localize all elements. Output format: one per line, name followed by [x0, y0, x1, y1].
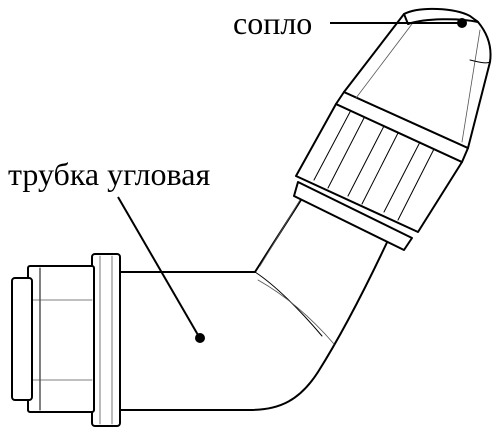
callout-angled-tube: трубка угловая — [8, 156, 210, 343]
nut-rib — [313, 111, 351, 181]
angled-tube-label: трубка угловая — [8, 156, 210, 192]
angled-tube-leader-dot — [195, 333, 205, 343]
nozzle — [343, 7, 492, 149]
elbow-body — [117, 191, 391, 411]
callout-nozzle: сопло — [233, 5, 467, 41]
nut-rib — [361, 132, 399, 205]
nut-rib — [327, 117, 365, 189]
angled-tube — [11, 191, 391, 427]
nozzle-line — [355, 23, 413, 99]
nozzle-line-2 — [461, 29, 481, 143]
union-nut — [293, 91, 469, 251]
elbow-inner-line-2 — [257, 279, 335, 345]
nozzle-tip — [403, 7, 479, 25]
nozzle-leader-dot — [457, 18, 467, 28]
angled-tube-leader-line — [117, 196, 199, 336]
elbow-inner-line — [254, 271, 323, 337]
nozzle-label: сопло — [233, 5, 312, 41]
nut-rib — [397, 148, 435, 221]
flange-ring — [91, 253, 121, 427]
nozzle-rim-line — [469, 59, 491, 64]
nut-rib — [383, 141, 421, 213]
elbow-edge-line — [259, 199, 301, 267]
tube-end-face — [11, 277, 33, 401]
nut-washer — [293, 181, 413, 251]
threaded-end — [27, 265, 95, 413]
nut-rib — [347, 125, 385, 197]
